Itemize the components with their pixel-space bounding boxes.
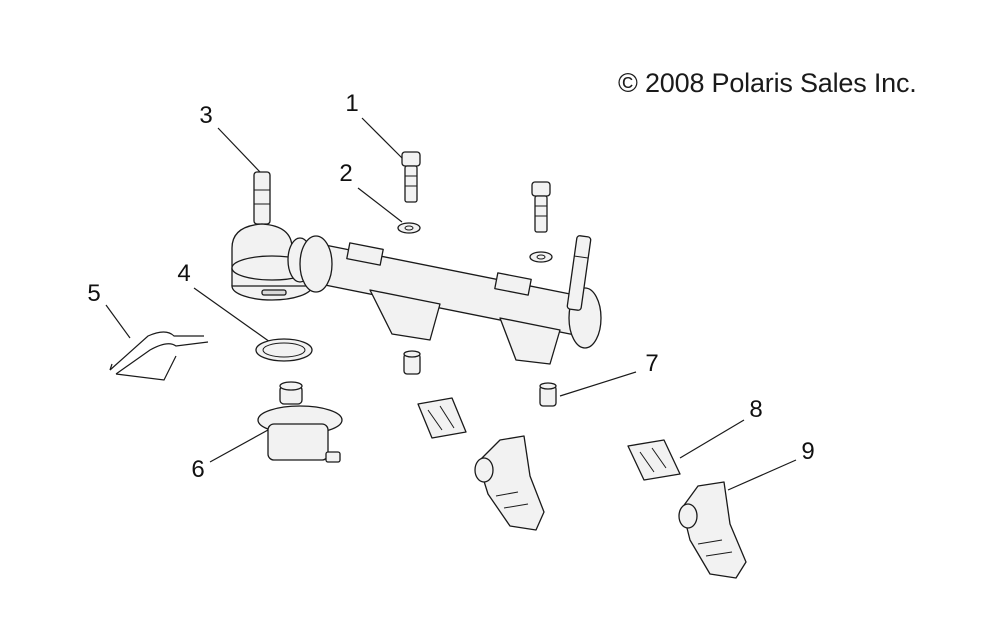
o-ring-part-4 xyxy=(255,338,313,362)
retaining-clip-part-5 xyxy=(109,331,209,381)
fuel-rail-body xyxy=(287,235,602,365)
leader-line-2 xyxy=(357,187,403,223)
callout-9: 9 xyxy=(801,438,815,465)
leader-line-1 xyxy=(361,117,403,159)
spacer-part-7 xyxy=(403,350,557,407)
injector-clip-part-8 xyxy=(417,397,681,481)
callout-3: 3 xyxy=(199,102,213,129)
leader-line-9 xyxy=(727,459,797,491)
callout-6: 6 xyxy=(191,456,205,483)
leader-line-4 xyxy=(193,287,271,343)
callout-4: 4 xyxy=(177,260,191,287)
callout-2: 2 xyxy=(339,160,353,187)
copyright-notice: © 2008 Polaris Sales Inc. xyxy=(618,68,917,98)
callout-8: 8 xyxy=(749,396,763,423)
callout-1: 1 xyxy=(345,90,359,117)
leader-lines xyxy=(105,117,797,491)
pressure-regulator-part-6 xyxy=(257,381,343,463)
leader-line-5 xyxy=(105,304,131,339)
leader-line-3 xyxy=(217,127,261,173)
leader-line-7 xyxy=(559,371,637,397)
callout-7: 7 xyxy=(645,350,659,377)
leader-line-8 xyxy=(679,419,745,459)
leader-line-6 xyxy=(209,429,269,463)
callout-5: 5 xyxy=(87,280,101,307)
screw-part-1 xyxy=(401,151,551,233)
injector-part-9 xyxy=(474,435,747,579)
washer-part-2 xyxy=(397,222,553,263)
